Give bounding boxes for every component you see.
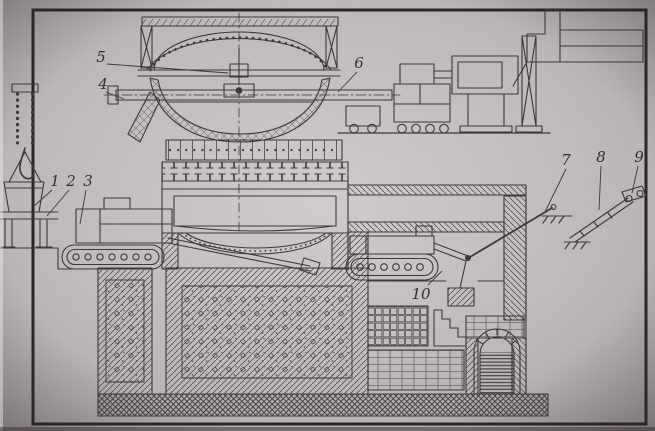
photo-edge-left: [0, 0, 3, 431]
photo-edge-bottom: [0, 427, 655, 431]
